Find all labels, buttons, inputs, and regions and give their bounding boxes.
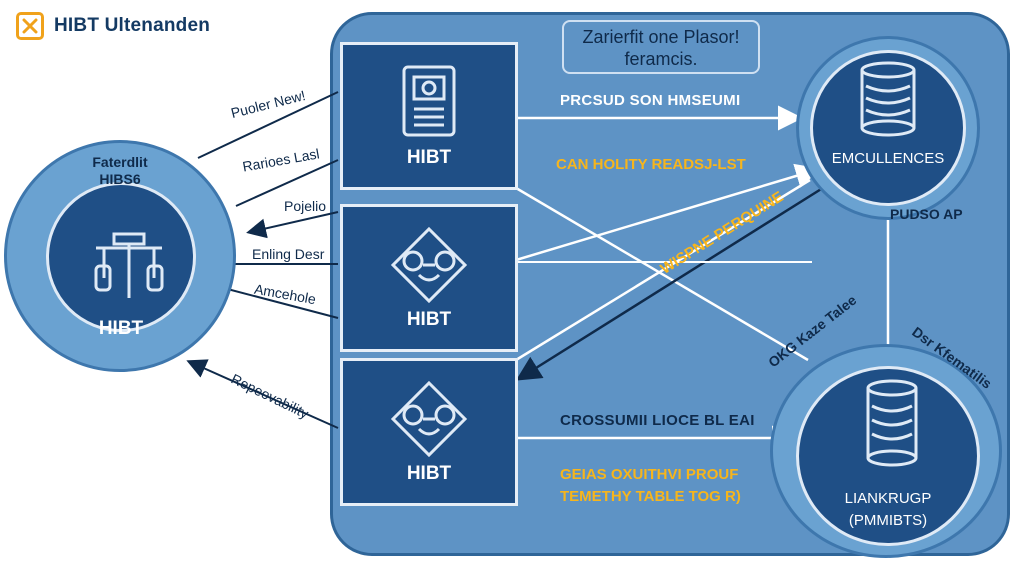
node-2-label: HIBT (406, 309, 452, 330)
left-node-title-line-1: Faterdlit (92, 154, 148, 170)
left-node-label: HIBT (98, 318, 144, 339)
x-box-icon[interactable] (16, 12, 44, 40)
node-1[interactable]: HIBT (340, 42, 518, 190)
link-line-5 (215, 285, 339, 319)
flow-label-4: CROSSUMII LIOCE BL EAI (560, 412, 755, 429)
link-line-6 (186, 359, 339, 429)
flow-label-5a: GEIAS OXUITHVI PROUF (560, 466, 739, 483)
flow-line-4 (515, 178, 811, 362)
right-top-side-label: PUDSO AP (890, 206, 963, 222)
gantry-icon (94, 232, 164, 298)
left-node-title-line-2: HIBS6 (99, 171, 141, 187)
callout-line-2: feramcis. (624, 49, 698, 69)
app-title: HIBT Ultenanden (54, 15, 211, 36)
database-coil-icon-2 (866, 379, 918, 467)
link-label-4: Enling Desr (252, 246, 325, 262)
node-3[interactable]: HIBT (340, 358, 518, 506)
link-label-3: Pojelio (284, 198, 327, 214)
link-line-1 (197, 91, 339, 159)
link-line-3 (246, 211, 339, 239)
hands-emblem-icon (390, 380, 468, 458)
callout-box: Zarierfit one Plasor! feramcis. (562, 20, 760, 74)
left-node[interactable] (46, 182, 196, 332)
right-top-label: EMCULLENCES (831, 150, 945, 167)
link-line-2 (235, 159, 339, 207)
flow-label-5b: TEMETHY TABLE TOG R) (560, 488, 741, 505)
hands-emblem-icon (390, 226, 468, 304)
flow-line-2 (515, 163, 821, 262)
flow-label-1: PRCSUD SON HMSEUMI (560, 92, 741, 109)
device-panel-icon (402, 65, 456, 137)
database-coil-icon (860, 61, 916, 137)
callout-line-1: Zarierfit one Plasor! (582, 27, 740, 47)
right-bottom-label-2: (PMMIBTS) (848, 512, 928, 529)
flow-line-5 (515, 184, 827, 381)
flow-label-2: CAN HOLITY READSJ-LST (556, 156, 746, 173)
app-header: HIBT Ultenanden (16, 12, 210, 40)
node-2[interactable]: HIBT (340, 204, 518, 352)
flow-line-3 (515, 186, 809, 362)
right-bottom-label-1: LIANKRUGP (844, 490, 932, 507)
node-1-label: HIBT (406, 147, 452, 168)
left-node-title: Faterdlit HIBS6 (70, 154, 170, 188)
node-3-label: HIBT (406, 463, 452, 484)
